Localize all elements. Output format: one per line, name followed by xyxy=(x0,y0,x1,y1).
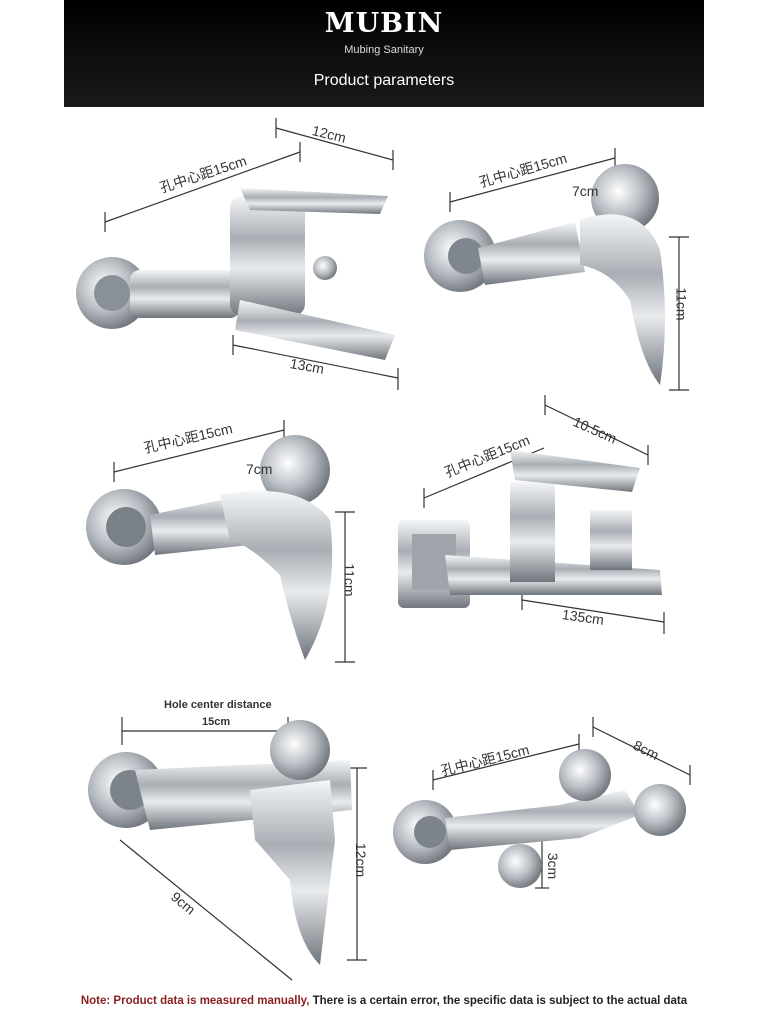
faucet-3-image xyxy=(86,435,333,660)
faucet-5-image xyxy=(88,720,352,965)
faucet-6-image xyxy=(393,749,686,888)
dim-label-5d: 12cm xyxy=(353,842,370,878)
dim-label-3c: 11cm xyxy=(341,563,358,597)
dim-label-5a: Hole center distance xyxy=(164,699,272,711)
header-banner: MUBIN Mubing Sanitary Product parameters xyxy=(64,0,704,107)
faucet-4-image xyxy=(398,450,662,608)
dim-label-5b: 15cm xyxy=(202,716,231,728)
brand-subtitle: Mubing Sanitary xyxy=(344,44,424,56)
dim-label-2c: 11cm xyxy=(673,287,690,321)
dim-label-3b: 7cm xyxy=(246,461,273,477)
footer-note: Note: Product data is measured manually,… xyxy=(0,995,768,1007)
section-title: Product parameters xyxy=(313,72,455,89)
brand-title: MUBIN xyxy=(324,8,444,39)
dim-label-6c: 3cm xyxy=(545,852,562,880)
note-text: There is a certain error, the specific d… xyxy=(312,995,688,1007)
faucet-2-image xyxy=(424,164,665,385)
note-label: Note: Product data is measured manually, xyxy=(80,995,310,1007)
dim-label-2b: 7cm xyxy=(572,183,599,199)
faucet-1-image xyxy=(76,188,395,360)
